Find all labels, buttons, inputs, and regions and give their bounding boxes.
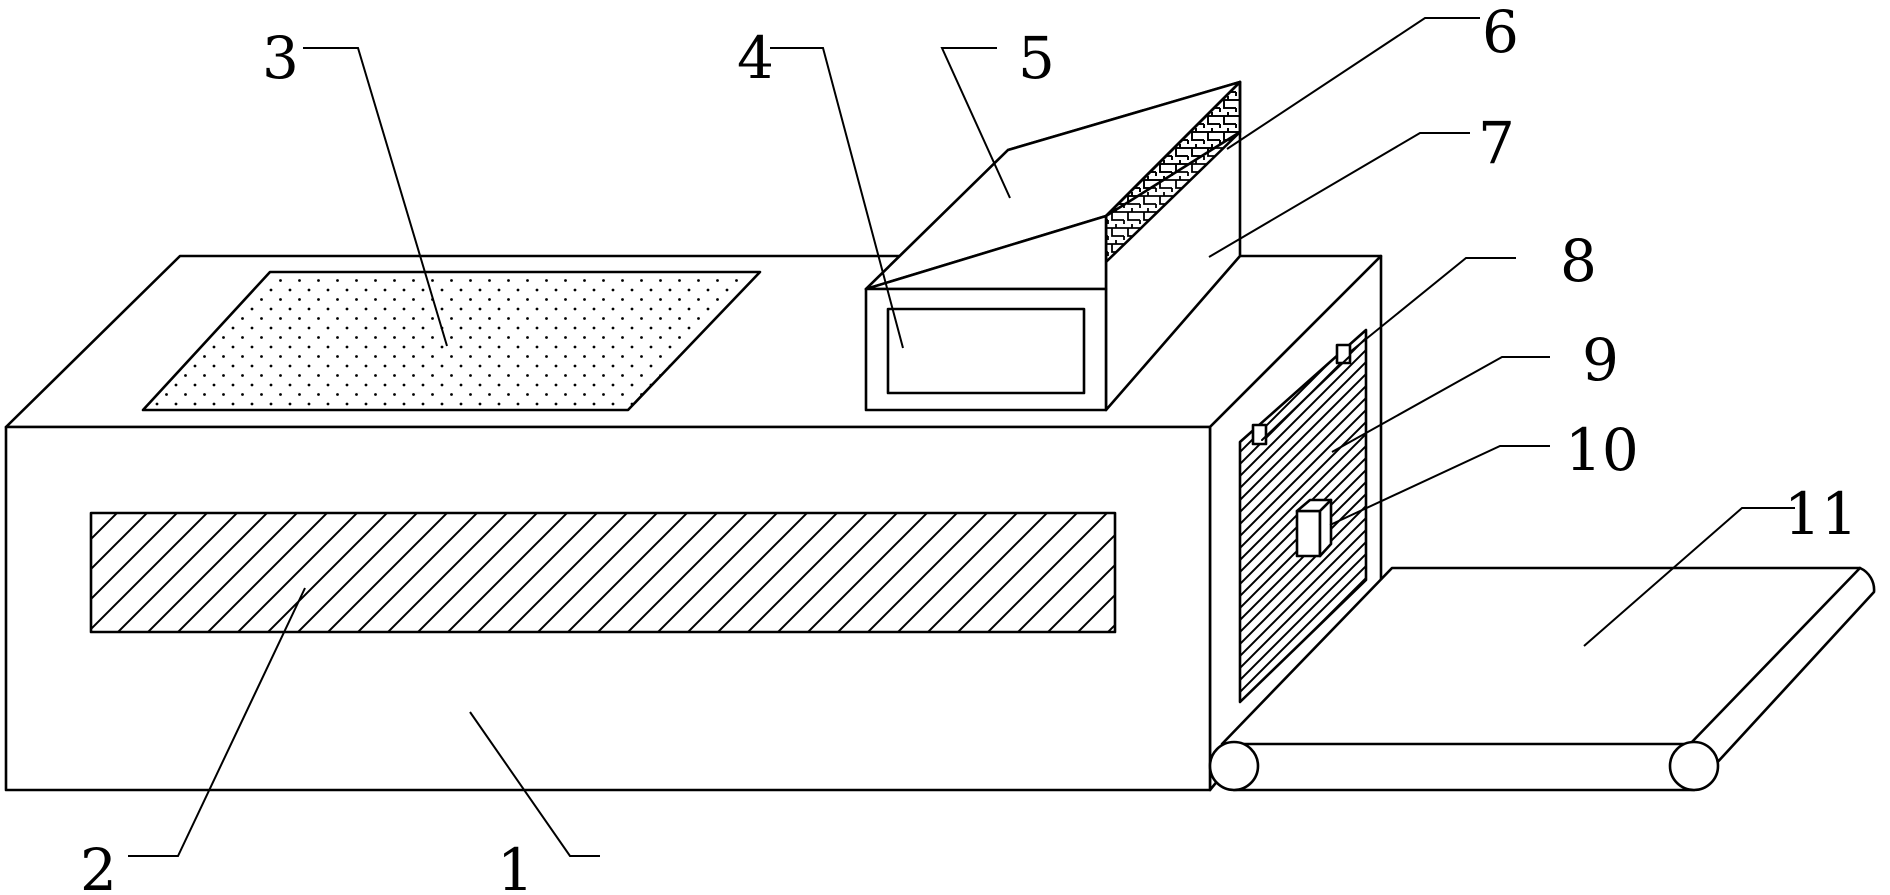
leader-6: [1226, 17, 1480, 150]
label-6: 6: [1482, 0, 1519, 66]
hinge-lower: [1251, 423, 1268, 446]
leader-7: [1208, 132, 1470, 258]
leader-9: [1331, 356, 1550, 453]
leader-5: [940, 47, 1011, 199]
hatched-front-window: [89, 511, 1117, 634]
door-latch-front: [1295, 509, 1322, 558]
leader-8: [1349, 257, 1516, 353]
part-labels: 1 2 3 4 5 6 7 8 9 10 11: [80, 0, 1858, 895]
leader-11: [1583, 507, 1795, 647]
belt-far-curve: [1712, 566, 1876, 768]
roller-right: [1668, 740, 1720, 792]
conveyor-belt: [1208, 566, 1876, 792]
leader-lines: [128, 17, 1795, 857]
label-5: 5: [1018, 24, 1055, 92]
label-1: 1: [497, 836, 534, 895]
label-3: 3: [262, 24, 299, 92]
label-7: 7: [1478, 109, 1515, 177]
side-door: [1238, 328, 1368, 704]
dotted-top-panel: [141, 270, 762, 412]
leader-10: [1329, 445, 1550, 526]
viewing-window: [886, 307, 1086, 395]
label-11: 11: [1784, 480, 1858, 548]
door-latch-side: [1318, 498, 1333, 558]
label-4: 4: [737, 24, 774, 92]
leader-4: [770, 47, 904, 349]
label-9: 9: [1582, 326, 1619, 394]
label-8: 8: [1560, 227, 1597, 295]
label-2: 2: [80, 836, 117, 895]
feed-hopper: [864, 80, 1242, 412]
hinge-upper: [1335, 343, 1352, 365]
label-10: 10: [1565, 416, 1639, 484]
roller-left: [1208, 740, 1260, 792]
hinge-rail: [1261, 355, 1351, 441]
leader-3: [303, 47, 448, 347]
leader-1: [469, 711, 600, 857]
leader-2: [128, 587, 306, 857]
